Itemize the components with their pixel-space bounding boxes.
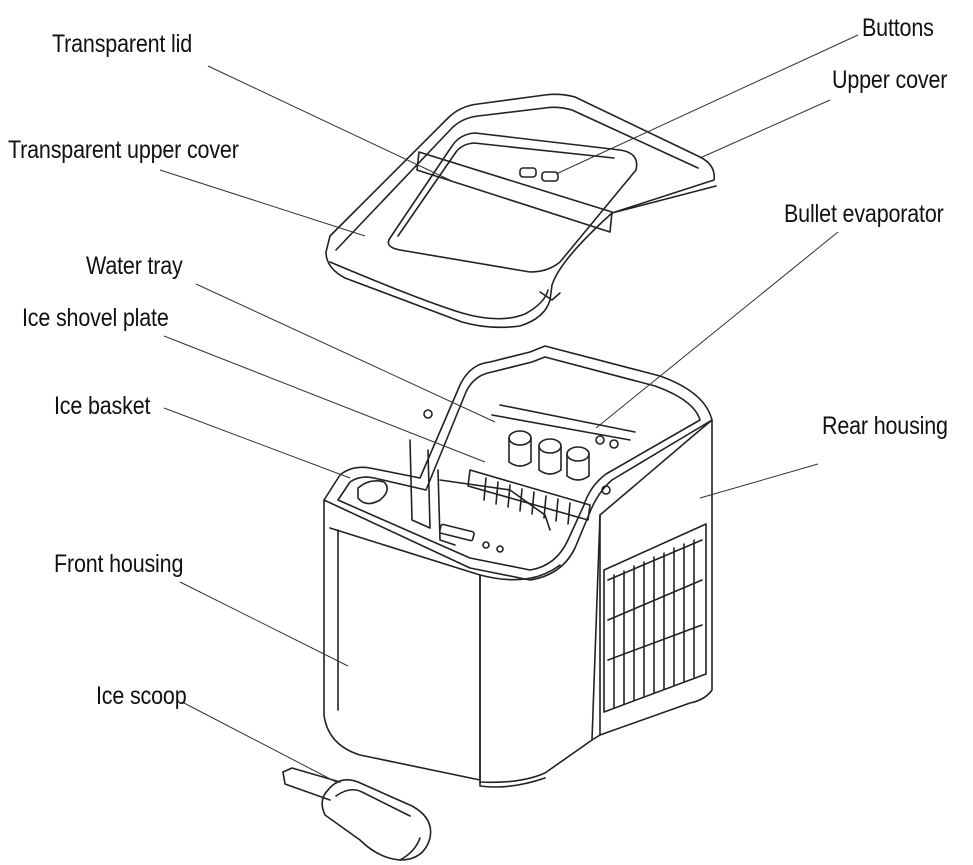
- leader-water-tray: [195, 283, 496, 423]
- label-transparent-upper-cover: Transparent upper cover: [8, 136, 239, 164]
- label-ice-shovel-plate: Ice shovel plate: [22, 304, 169, 332]
- label-water-tray: Water tray: [86, 252, 183, 280]
- body-drawing: [323, 345, 713, 788]
- leader-ice-scoop: [183, 702, 339, 784]
- label-rear-housing: Rear housing: [822, 412, 948, 440]
- leader-lines: [159, 34, 859, 784]
- label-ice-scoop: Ice scoop: [96, 682, 187, 710]
- label-ice-basket: Ice basket: [54, 392, 151, 420]
- transparent-lid-drawing: [387, 132, 638, 273]
- leader-ice-basket: [163, 407, 351, 479]
- button-drawing-1: [519, 167, 537, 178]
- label-buttons: Buttons: [862, 14, 934, 42]
- ice-shovel-plate-drawing: [467, 469, 591, 525]
- leader-upper-cover: [699, 99, 831, 159]
- leader-ice-shovel-plate: [163, 335, 486, 463]
- leader-transparent-lid: [207, 65, 455, 183]
- leader-buttons: [555, 34, 859, 175]
- leader-transparent-upper-cover: [159, 169, 366, 237]
- label-upper-cover: Upper cover: [832, 66, 948, 94]
- label-bullet-evaporator: Bullet evaporator: [784, 200, 944, 228]
- bullet-evaporator-drawing: [491, 404, 636, 481]
- ice-scoop-drawing: [282, 767, 432, 861]
- upper-cover-drawing: [325, 93, 717, 329]
- leader-bullet-evaporator: [595, 231, 839, 429]
- leader-rear-housing: [699, 463, 819, 499]
- button-drawing-2: [541, 171, 559, 182]
- label-front-housing: Front housing: [54, 550, 184, 578]
- vent-grille-drawing: [603, 523, 707, 713]
- label-transparent-lid: Transparent lid: [52, 30, 193, 58]
- leader-front-housing: [179, 581, 349, 667]
